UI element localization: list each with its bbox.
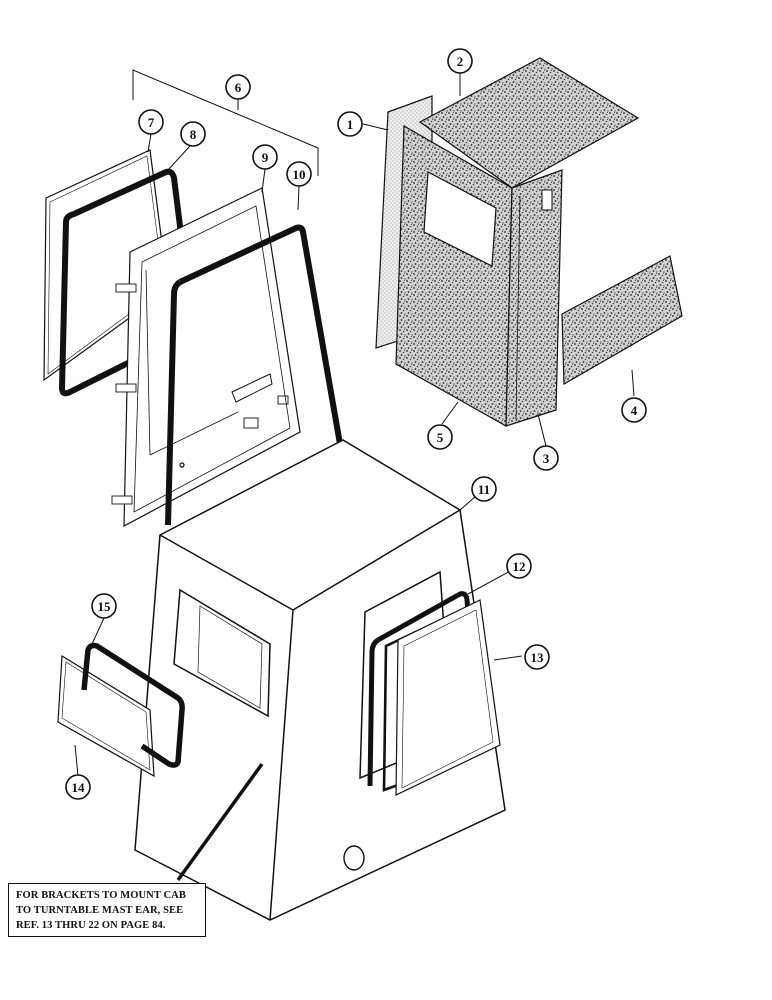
callout-5: 5	[427, 424, 453, 450]
callout-12: 12	[506, 553, 532, 579]
callout-label-11: 11	[478, 482, 490, 497]
callout-label-15: 15	[98, 599, 112, 614]
callout-10: 10	[286, 161, 312, 187]
window-seal-15	[81, 642, 185, 768]
note-line-2: TO TURNTABLE MAST EAR, SEE	[16, 905, 184, 916]
callout-label-6: 6	[235, 80, 242, 95]
callout-label-5: 5	[437, 430, 444, 445]
callout-label-3: 3	[543, 451, 550, 466]
callout-7: 7	[138, 109, 164, 135]
note-line-3: REF. 13 THRU 22 ON PAGE 84.	[16, 920, 166, 931]
callout-label-4: 4	[631, 403, 638, 418]
callout-label-12: 12	[513, 559, 526, 574]
callout-label-2: 2	[457, 54, 464, 69]
callout-1: 1	[337, 111, 363, 137]
callout-label-10: 10	[293, 167, 306, 182]
callout-8: 8	[180, 121, 206, 147]
cab-body-11	[134, 439, 506, 921]
note-line-1: FOR BRACKETS TO MOUNT CAB	[16, 890, 186, 901]
callout-11: 11	[471, 476, 497, 502]
callout-14: 14	[65, 774, 91, 800]
callout-15: 15	[91, 593, 117, 619]
callout-label-14: 14	[72, 780, 86, 795]
callout-9: 9	[252, 144, 278, 170]
callout-4: 4	[621, 397, 647, 423]
door-seal-10	[165, 224, 343, 526]
callout-label-1: 1	[347, 117, 354, 132]
top-panel-2	[418, 57, 640, 189]
trim-panels-3-5	[395, 124, 563, 428]
callout-label-9: 9	[262, 150, 269, 165]
floor-panel-4	[561, 255, 683, 386]
mounting-note: FOR BRACKETS TO MOUNT CAB TO TURNTABLE M…	[8, 883, 206, 937]
callout-label-13: 13	[531, 650, 545, 665]
callout-label-7: 7	[148, 115, 155, 130]
bracket-group-6	[132, 69, 319, 176]
glass-panel-13	[395, 599, 501, 796]
callout-6: 6	[225, 74, 251, 100]
callout-3: 3	[533, 445, 559, 471]
leader-lines	[74, 73, 635, 882]
callout-2: 2	[447, 48, 473, 74]
callout-13: 13	[524, 644, 550, 670]
callout-label-8: 8	[190, 127, 197, 142]
